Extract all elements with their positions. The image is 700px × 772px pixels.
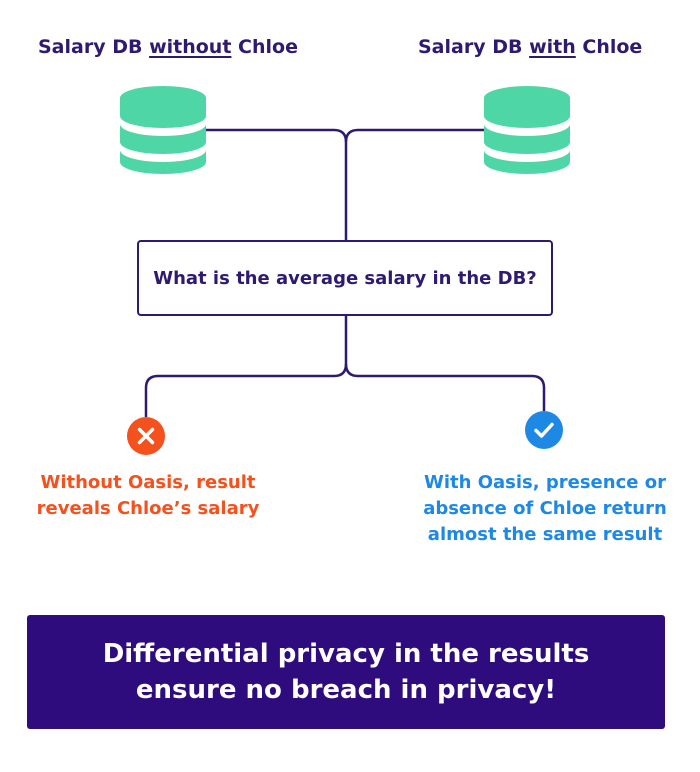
check-circle-icon xyxy=(525,411,563,449)
right-db-title-prefix: Salary DB xyxy=(418,36,530,58)
left-result-text: Without Oasis, result reveals Chloe’s sa… xyxy=(20,470,276,522)
left-db-title-emphasis: without xyxy=(149,36,232,58)
right-db-title-suffix: Chloe xyxy=(575,36,643,58)
right-result-line: With Oasis, presence or xyxy=(424,472,666,493)
left-db-title-suffix: Chloe xyxy=(231,36,298,58)
right-db-title: Salary DB with Chloe xyxy=(418,36,642,58)
right-db-title-emphasis: with xyxy=(529,36,576,58)
summary-banner: Differential privacy in the results ensu… xyxy=(27,615,665,729)
top-connector xyxy=(204,128,348,240)
top-connector-right xyxy=(344,128,484,143)
banner-line: ensure no breach in privacy! xyxy=(135,675,557,705)
query-text: What is the average salary in the DB? xyxy=(153,267,537,289)
bottom-connector xyxy=(144,316,348,417)
right-result-text: With Oasis, presence or absence of Chloe… xyxy=(400,470,690,548)
bottom-connector-right xyxy=(344,363,546,411)
x-circle-icon xyxy=(127,417,165,455)
query-box: What is the average salary in the DB? xyxy=(137,240,553,316)
database-icon xyxy=(484,86,570,174)
banner-line: Differential privacy in the results xyxy=(102,639,590,669)
left-result-line: Without Oasis, result xyxy=(40,472,256,493)
left-db-title-prefix: Salary DB xyxy=(38,36,150,58)
database-icon xyxy=(120,86,206,174)
left-db-title: Salary DB without Chloe xyxy=(38,36,298,58)
right-result-line: absence of Chloe return xyxy=(423,498,667,519)
left-result-line: reveals Chloe’s salary xyxy=(36,498,260,519)
right-result-line: almost the same result xyxy=(427,524,663,545)
